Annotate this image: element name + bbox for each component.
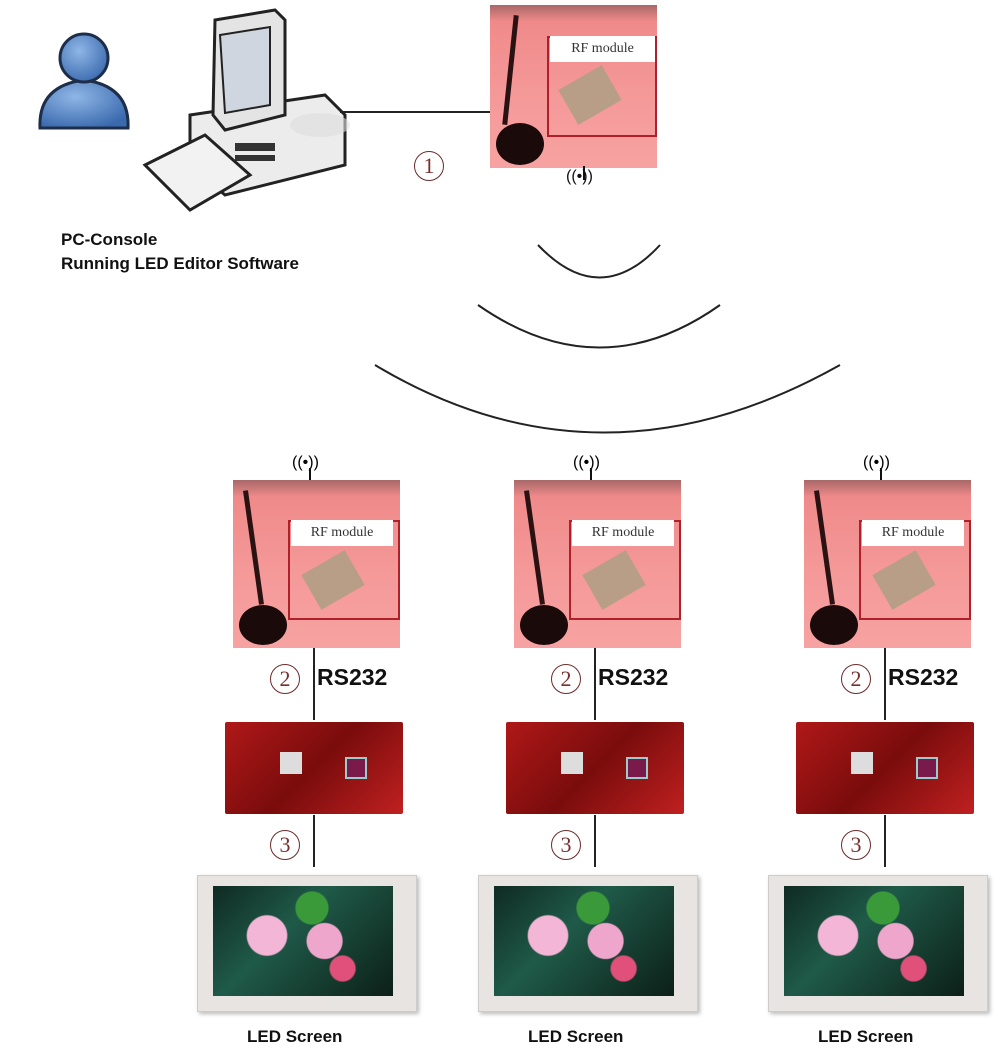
receiver-column-2: ((•)) RF module 2 RS232 3 LED Screen <box>476 450 706 1050</box>
pc-console-subtitle: Running LED Editor Software <box>61 254 299 273</box>
receiver-column-3: ((•)) RF module 2 RS232 3 LED Screen <box>766 450 996 1050</box>
board-chip <box>916 757 938 779</box>
antenna-base <box>520 605 568 645</box>
antenna-rod <box>243 490 264 605</box>
screen-cable <box>594 815 596 867</box>
antenna-rod <box>814 490 835 605</box>
antenna-rod <box>524 490 545 605</box>
led-screen-frame <box>768 875 988 1012</box>
rs232-cable <box>313 648 315 720</box>
transmit-antenna-stem <box>583 166 585 180</box>
board-chip <box>626 757 648 779</box>
rs232-label: RS232 <box>598 664 669 690</box>
rf-module-label: RF module <box>550 36 655 62</box>
led-controller-board <box>506 722 684 814</box>
radio-waves <box>374 244 841 434</box>
led-screen-frame <box>197 875 417 1012</box>
step-2-badge: 2 <box>841 664 871 694</box>
computer-icon <box>142 8 350 212</box>
rs232-cable <box>884 648 886 720</box>
receiver-rf-module-image: RF module <box>233 480 400 648</box>
wave-middle <box>477 304 721 349</box>
receive-signal-icon: ((•)) <box>292 454 319 471</box>
antenna-base <box>496 123 544 165</box>
antenna-base <box>239 605 287 645</box>
led-screen-label: LED Screen <box>528 1027 624 1046</box>
pc-console-label: PC-Console Running LED Editor Software <box>61 228 299 276</box>
led-screen-image <box>213 886 393 996</box>
transmit-signal-icon: ((•)) <box>566 168 593 185</box>
antenna-base <box>810 605 858 645</box>
screen-cable <box>313 815 315 867</box>
screen-cable <box>884 815 886 867</box>
step-3-badge: 3 <box>270 830 300 860</box>
receive-antenna-stem <box>309 468 311 482</box>
board-chip <box>280 752 302 774</box>
receive-antenna-stem <box>880 468 882 482</box>
receive-signal-icon: ((•)) <box>573 454 600 471</box>
user-icon <box>38 32 130 130</box>
step-1-badge: 1 <box>414 151 444 181</box>
step-3-badge: 3 <box>841 830 871 860</box>
board-chip <box>345 757 367 779</box>
receiver-rf-module-image: RF module <box>514 480 681 648</box>
board-chip <box>851 752 873 774</box>
led-controller-board <box>796 722 974 814</box>
step-2-badge: 2 <box>551 664 581 694</box>
receiver-rf-module-image: RF module <box>804 480 971 648</box>
led-screen-frame <box>478 875 698 1012</box>
pc-console-title: PC-Console <box>61 230 158 249</box>
board-chip <box>561 752 583 774</box>
rs232-label: RS232 <box>317 664 388 690</box>
led-screen-image <box>784 886 964 996</box>
receiver-column-1: ((•)) RF module 2 RS232 3 LED Screen <box>195 450 425 1050</box>
wave-outer <box>374 364 841 434</box>
rf-module-label: RF module <box>572 520 674 546</box>
pc-rf-cable <box>340 111 620 113</box>
transmitter-rf-module-image: RF module <box>490 5 657 168</box>
step-2-badge: 2 <box>270 664 300 694</box>
led-screen-label: LED Screen <box>247 1027 343 1046</box>
led-controller-board <box>225 722 403 814</box>
rs232-cable <box>594 648 596 720</box>
receive-antenna-stem <box>590 468 592 482</box>
antenna-rod <box>502 15 519 125</box>
receive-signal-icon: ((•)) <box>863 454 890 471</box>
rf-module-label: RF module <box>291 520 393 546</box>
led-screen-label: LED Screen <box>818 1027 914 1046</box>
rf-module-label: RF module <box>862 520 964 546</box>
rs232-label: RS232 <box>888 664 959 690</box>
led-screen-image <box>494 886 674 996</box>
wave-inner <box>537 244 661 279</box>
step-3-badge: 3 <box>551 830 581 860</box>
